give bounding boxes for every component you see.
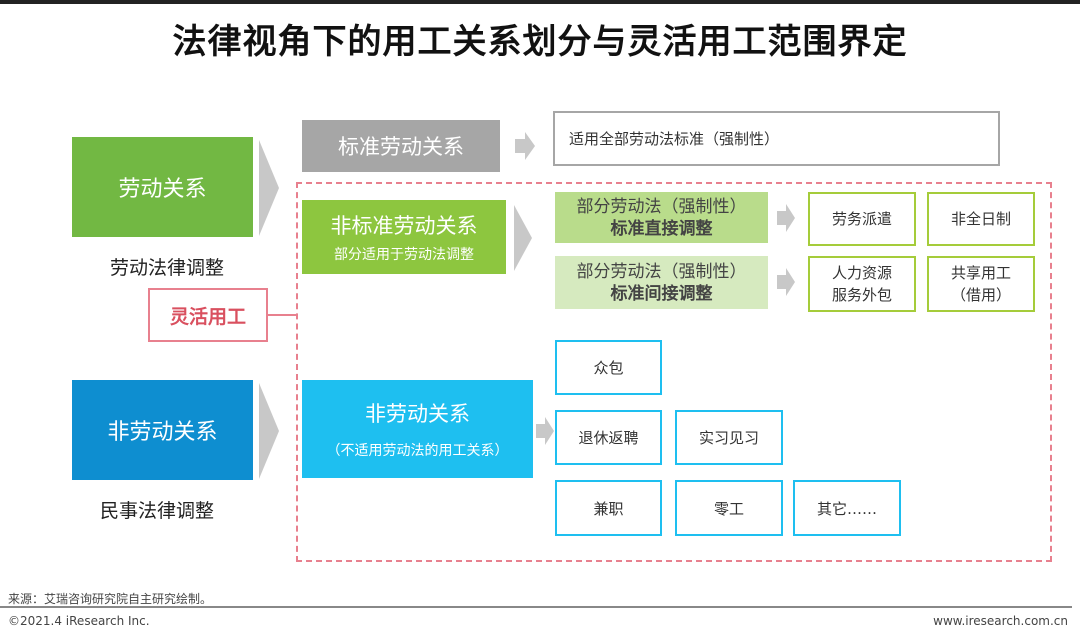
indirect-adjust-box: 部分劳动法（强制性） 标准间接调整 — [555, 256, 768, 309]
labor-law-adjust-label: 劳动法律调整 — [109, 257, 224, 279]
crowdsourcing-box: 众包 — [555, 340, 662, 395]
flexible-employment-box: 灵活用工 — [148, 288, 268, 342]
standard-desc-box: 适用全部劳动法标准（强制性） — [553, 111, 1000, 166]
others-box: 其它…… — [793, 480, 901, 536]
hr-outsourcing-box: 人力资源 服务外包 — [808, 256, 916, 312]
hr-outsourcing-line1: 人力资源 — [831, 264, 892, 282]
chevron-icon — [259, 383, 279, 479]
indirect-line1: 部分劳动法（强制性） — [576, 261, 747, 282]
civil-law-adjust-label: 民事法律调整 — [99, 500, 214, 522]
non-labor-label: 非劳动关系 — [365, 402, 470, 426]
direct-adjust-box: 部分劳动法（强制性） 标准直接调整 — [555, 192, 768, 243]
non-labor-sub: （不适用劳动法的用工关系） — [326, 443, 509, 459]
direct-line1: 部分劳动法（强制性） — [576, 196, 747, 217]
non-labor-box: 非劳动关系 （不适用劳动法的用工关系） — [302, 380, 533, 478]
labor-dispatch-box: 劳务派遣 — [808, 192, 916, 246]
direct-line2: 标准直接调整 — [610, 218, 713, 239]
source-note: 来源：艾瑞咨询研究院自主研究绘制。 — [8, 592, 213, 606]
part-time-box: 兼职 — [555, 480, 662, 536]
shared-employment-line2: （借用） — [950, 286, 1011, 304]
arrow-right-icon — [777, 268, 795, 296]
internship-box: 实习见习 — [675, 410, 783, 465]
website: www.iresearch.com.cn — [933, 614, 1068, 628]
gig-work-box: 零工 — [675, 480, 783, 536]
flexible-employment-region — [296, 182, 1052, 562]
non-standard-labor-box: 非标准劳动关系 部分适用于劳动法调整 — [302, 200, 506, 274]
retiree-rehire-box: 退休返聘 — [555, 410, 662, 465]
shared-employment-line1: 共享用工 — [950, 264, 1011, 282]
part-time-system-box: 非全日制 — [927, 192, 1035, 246]
arrow-right-icon — [515, 132, 535, 160]
shared-employment-box: 共享用工 （借用） — [927, 256, 1035, 312]
arrow-right-icon — [536, 417, 554, 445]
footer-divider — [0, 606, 1072, 608]
page-title: 法律视角下的用工关系划分与灵活用工范围界定 — [172, 22, 908, 62]
chevron-icon — [514, 205, 532, 271]
connector-line — [268, 314, 298, 316]
chevron-icon — [259, 140, 279, 236]
top-bar — [0, 0, 1080, 4]
arrow-right-icon — [777, 204, 795, 232]
copyright: ©2021.4 iResearch Inc. — [8, 614, 150, 628]
non-standard-sub: 部分适用于劳动法调整 — [334, 247, 474, 263]
indirect-line2: 标准间接调整 — [610, 283, 713, 304]
non-labor-relation-box: 非劳动关系 — [72, 380, 253, 480]
labor-relation-box: 劳动关系 — [72, 137, 253, 237]
standard-labor-box: 标准劳动关系 — [302, 120, 500, 172]
hr-outsourcing-line2: 服务外包 — [831, 286, 892, 304]
non-standard-label: 非标准劳动关系 — [330, 214, 478, 238]
